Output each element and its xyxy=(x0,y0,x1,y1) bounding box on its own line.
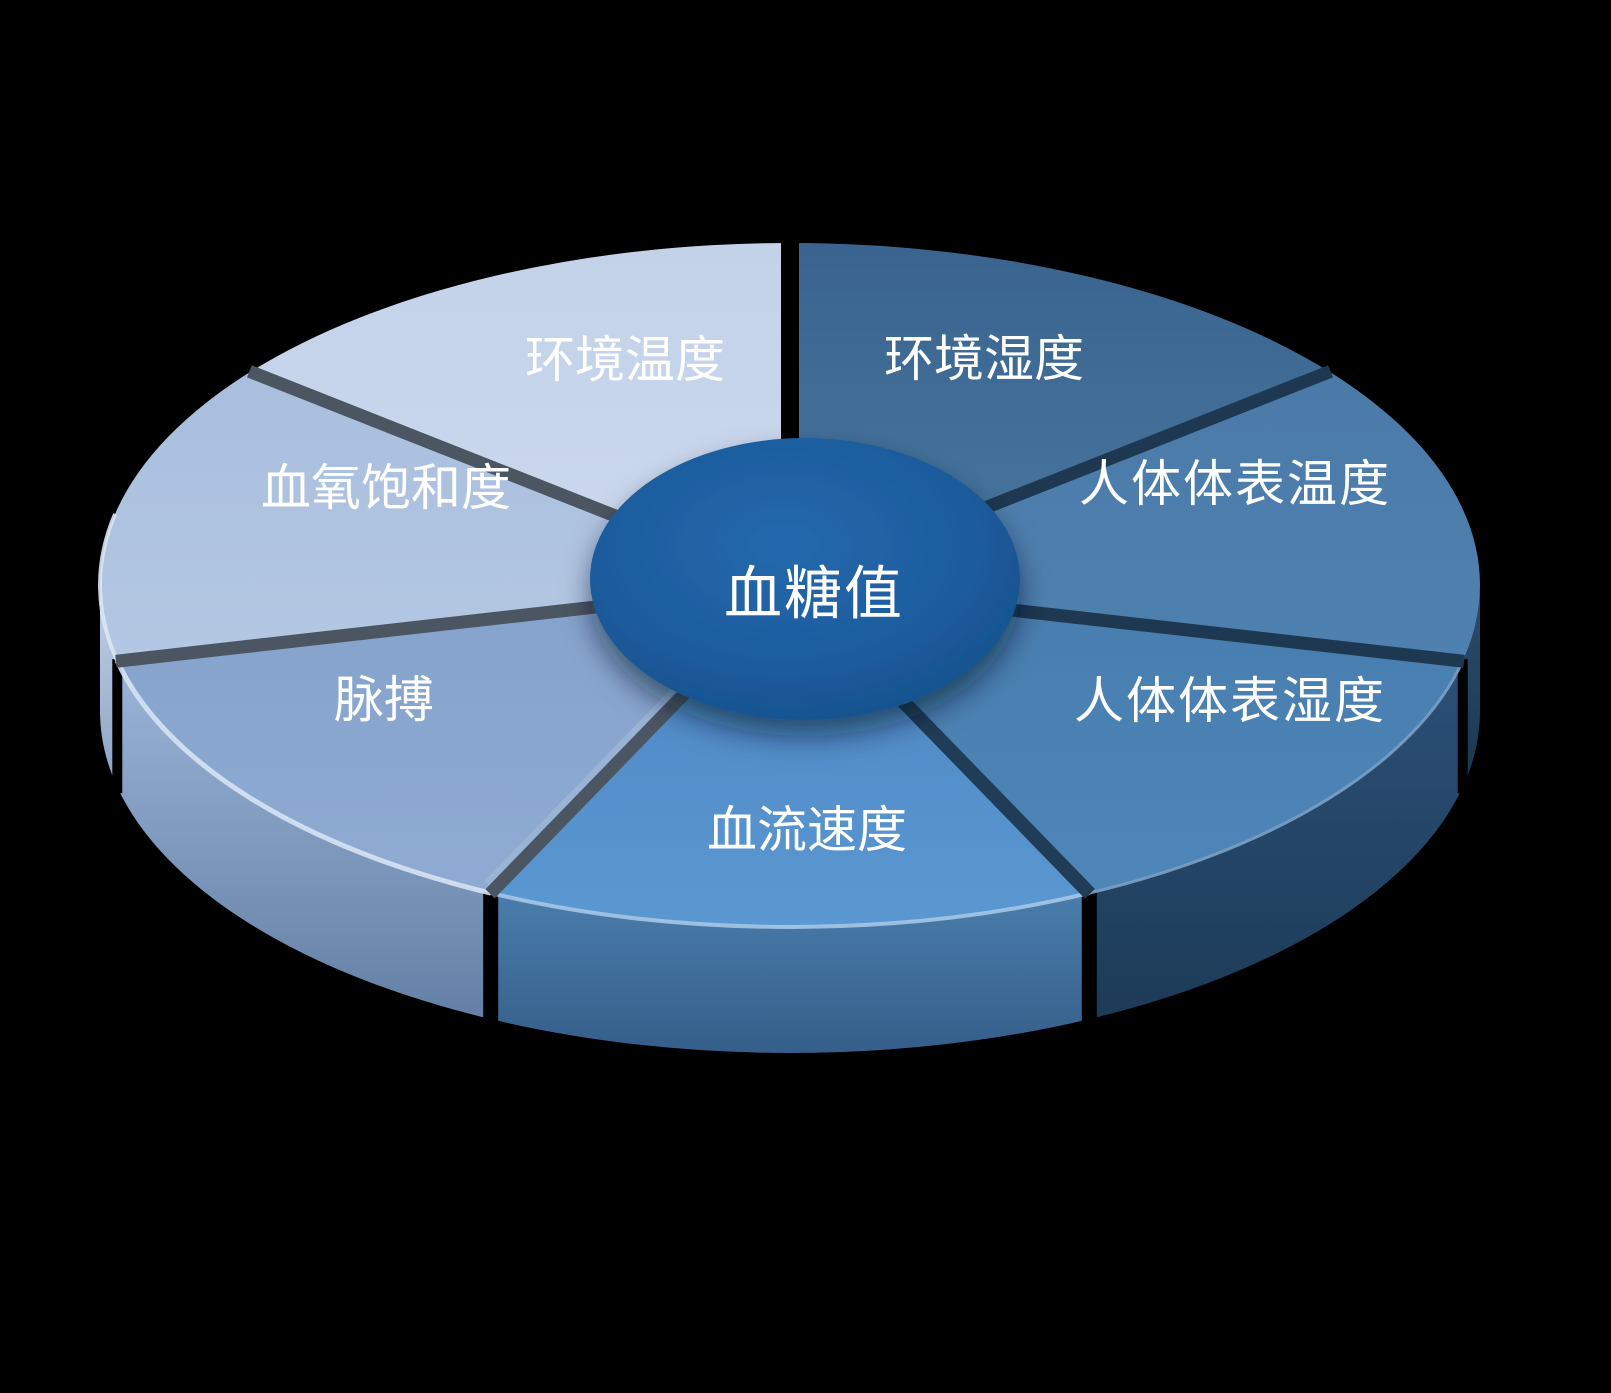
segment-rim-highlight-blood-flow-velocity xyxy=(490,891,1090,929)
center-label-blood-glucose: 血糖值 xyxy=(724,562,904,627)
center-disc-blood-glucose xyxy=(590,438,1020,720)
segment-label-body-surface-temperature: 人体体表温度 xyxy=(1079,456,1391,512)
divider-highlight xyxy=(484,668,696,886)
segment-rim-highlight-pulse xyxy=(115,660,492,896)
segment-blood-flow-velocity xyxy=(490,585,1090,927)
segment-label-blood-oxygen-saturation: 血氧饱和度 xyxy=(261,460,511,516)
segment-label-blood-flow-velocity: 血流速度 xyxy=(707,802,907,858)
segment-label-body-surface-humidity: 人体体表湿度 xyxy=(1074,673,1386,729)
segment-side-blood-flow-velocity xyxy=(490,893,1090,1053)
segment-side-body-surface-humidity xyxy=(1089,661,1463,1020)
segment-label-env-humidity: 环境湿度 xyxy=(884,331,1084,387)
segment-rim-highlight-blood-oxygen-saturation xyxy=(98,513,120,662)
segment-label-pulse: 脉搏 xyxy=(334,672,434,728)
segment-label-env-temperature: 环境温度 xyxy=(525,332,725,388)
segment-rim-highlight-body-surface-humidity xyxy=(1088,660,1465,895)
segment-side-pulse xyxy=(117,661,491,1020)
